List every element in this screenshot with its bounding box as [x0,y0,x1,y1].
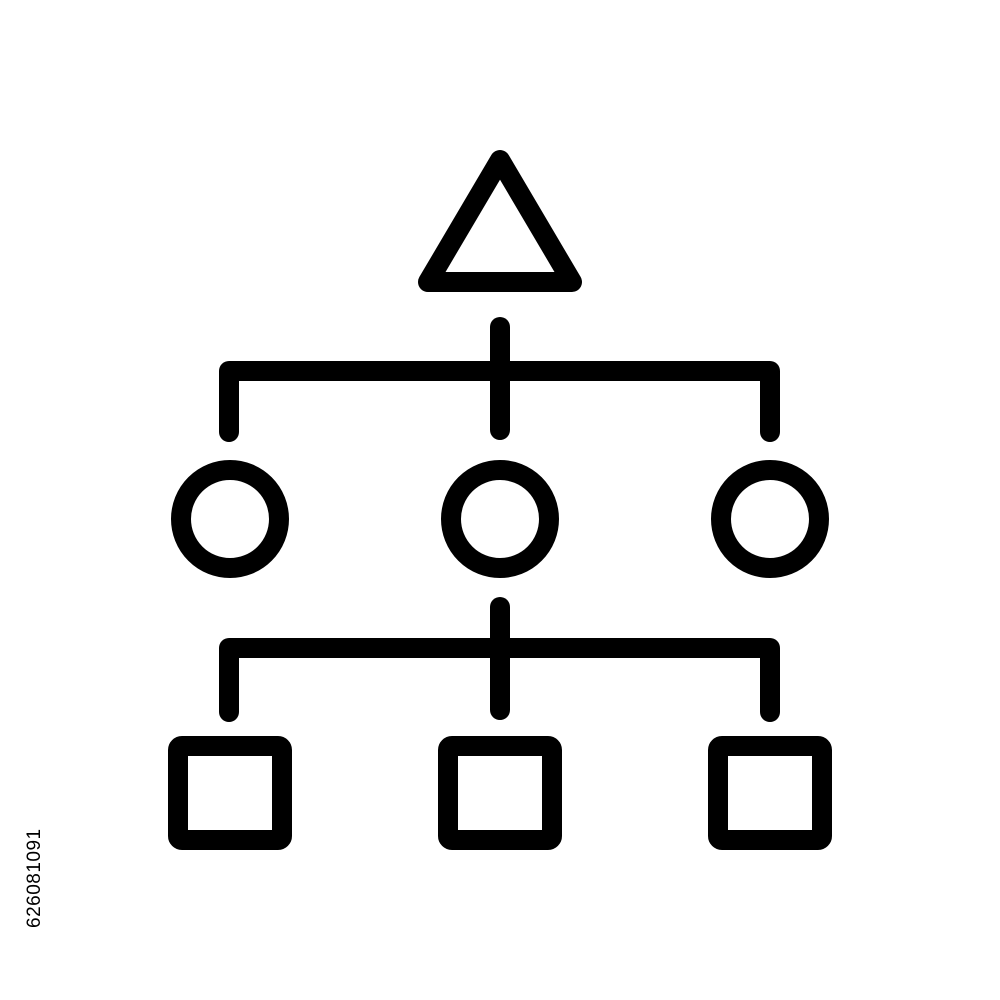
connector-middle [219,597,780,722]
connector-top [219,317,780,442]
square-node-right [708,736,832,850]
circle-node-center [441,460,559,578]
square-node-left [168,736,292,850]
circle-node-right [711,460,829,578]
square-node-center [438,736,562,850]
stock-image-id: 626081091 [24,828,45,928]
circle-node-left [171,460,289,578]
triangle-node [418,150,582,292]
